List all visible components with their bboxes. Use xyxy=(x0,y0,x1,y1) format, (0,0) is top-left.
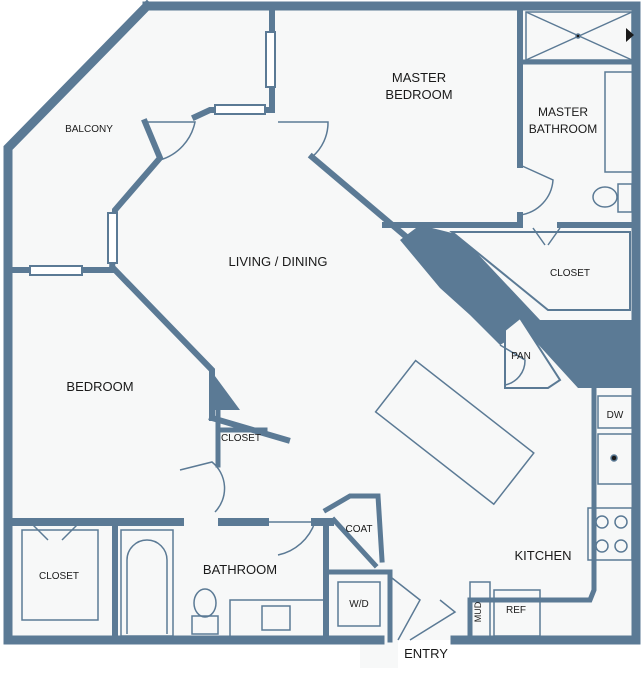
room-labels: BALCONY MASTER BEDROOM MASTER BATHROOM L… xyxy=(39,70,624,661)
burner xyxy=(595,539,609,553)
fixtures xyxy=(21,11,634,639)
label-bedroom: BEDROOM xyxy=(66,379,133,394)
door-swing xyxy=(278,121,329,158)
label-dishwasher: DW xyxy=(607,410,624,421)
label-coat: COAT xyxy=(345,524,372,535)
label-master-bathroom-line2: BATHROOM xyxy=(529,122,597,136)
master-toilet-tank xyxy=(617,183,633,213)
label-pantry: PAN xyxy=(511,351,531,362)
label-kitchen: KITCHEN xyxy=(514,548,571,563)
cooktop xyxy=(587,507,633,561)
label-master-bathroom-line1: MASTER xyxy=(538,105,588,119)
master-toilet xyxy=(592,186,618,208)
door-swing xyxy=(532,227,561,246)
label-bathroom: BATHROOM xyxy=(203,562,277,577)
floor-fill xyxy=(8,8,636,668)
window xyxy=(214,104,266,115)
closet-interior xyxy=(449,231,631,311)
kitchen-sink xyxy=(597,433,633,485)
burner xyxy=(614,515,628,529)
window xyxy=(29,265,83,276)
doors xyxy=(29,121,561,641)
dishwasher-box xyxy=(597,395,633,429)
master-vanity xyxy=(604,71,634,173)
windows xyxy=(29,31,276,276)
closet-wall-block xyxy=(400,225,636,388)
label-master-bedroom-line2: BEDROOM xyxy=(385,87,452,102)
label-balcony: BALCONY xyxy=(65,124,113,135)
tub-curve xyxy=(126,539,168,634)
label-refrigerator: REF xyxy=(506,605,526,616)
door-swing xyxy=(391,577,421,641)
label-living-dining: LIVING / DINING xyxy=(229,254,328,269)
mud-bench xyxy=(469,581,491,639)
door-swing xyxy=(409,599,457,641)
label-closet-bedroom: CLOSET xyxy=(39,571,79,582)
burner xyxy=(614,539,628,553)
kitchen-island xyxy=(374,359,535,506)
shower-triangle xyxy=(626,28,634,42)
master-bedroom-bottom xyxy=(382,212,639,228)
bathroom-vanity xyxy=(229,599,325,639)
label-closet-master: CLOSET xyxy=(550,268,590,279)
label-closet-small: CLOSET xyxy=(221,433,261,444)
door-swing xyxy=(29,521,81,541)
burner xyxy=(595,515,609,529)
closet-bedroom-box xyxy=(21,529,99,621)
label-entry: ENTRY xyxy=(404,646,448,661)
closet-small-walls xyxy=(215,407,268,468)
washer-dryer-box xyxy=(337,581,381,627)
bathroom-toilet xyxy=(193,588,217,618)
door-swing xyxy=(145,121,196,161)
bathtub xyxy=(120,529,174,637)
fridge xyxy=(493,589,541,637)
window xyxy=(107,212,118,264)
door-swing xyxy=(265,521,317,556)
label-mud: MUD xyxy=(473,601,483,622)
pantry-interior xyxy=(504,316,562,389)
shower-drain xyxy=(575,33,581,39)
label-master-bedroom-line1: MASTER xyxy=(392,70,446,85)
window xyxy=(265,31,276,88)
bathroom-sink xyxy=(261,605,291,631)
label-washer-dryer: W/D xyxy=(349,599,368,610)
door-swing xyxy=(179,461,226,513)
bathroom-toilet-tank xyxy=(191,615,219,635)
door-swing xyxy=(519,164,554,216)
sink-drain xyxy=(610,454,618,462)
door-swing xyxy=(499,344,526,386)
coat-walls xyxy=(322,493,385,569)
walls xyxy=(3,0,641,645)
wd-wall xyxy=(327,569,393,643)
bedroom-wall-wedge xyxy=(212,372,240,410)
